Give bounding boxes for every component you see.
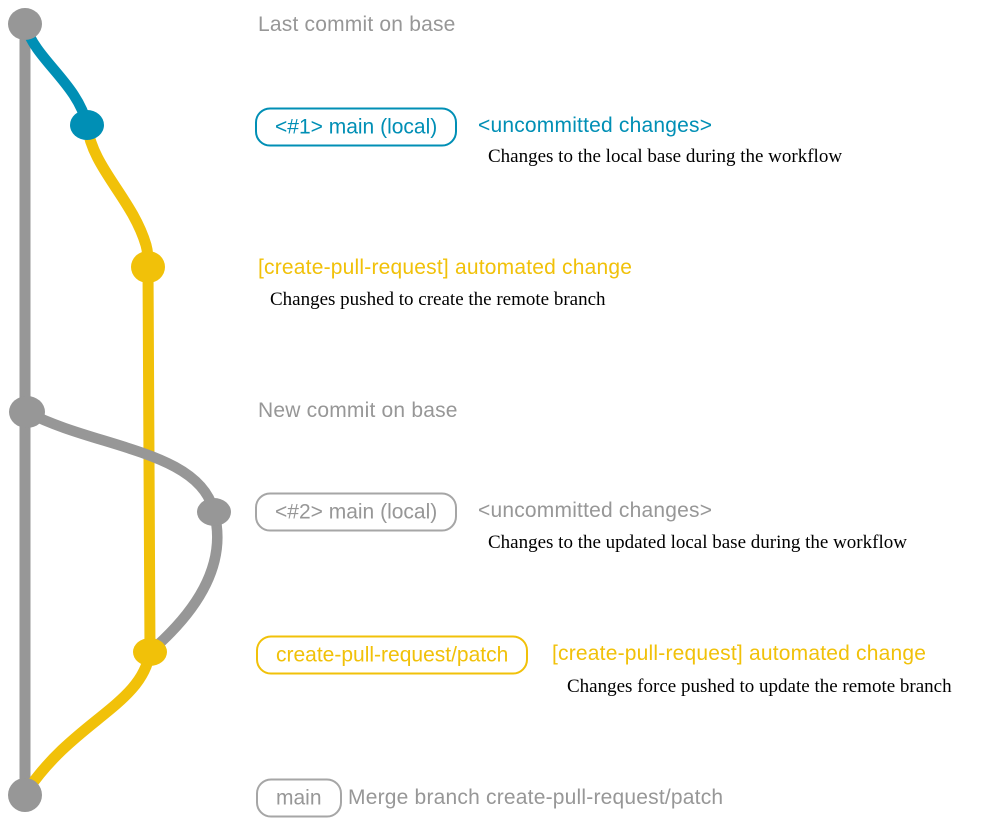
base-to-updated-main-curve: [21, 406, 220, 518]
commit-message-last-base: Last commit on base: [258, 13, 456, 36]
updated-main-to-patch-curve: [145, 506, 223, 657]
branch-label-main: main: [256, 778, 342, 818]
commit-node-patch-1: [131, 251, 165, 283]
commit-message-new-base: New commit on base: [258, 399, 458, 422]
commit-node-local-main-1: [70, 110, 104, 140]
branch-label-main-local-2: <#2> main (local): [255, 492, 458, 532]
commit-node-merge: [8, 778, 42, 812]
commit-node-patch-2: [133, 638, 167, 666]
git-graph: [8, 8, 231, 812]
commit-node-new-base: [9, 396, 45, 428]
commit-node-local-main-2: [197, 498, 231, 526]
annotation-note-uncommitted-1: Changes to the local base during the wor…: [488, 146, 843, 167]
commit-message-uncommitted-2: <uncommitted changes>: [478, 499, 713, 522]
commit-node-last-base: [8, 8, 42, 40]
branch-label-patch: create-pull-request/patch: [256, 635, 529, 675]
commit-message-merge: Merge branch create-pull-request/patch: [348, 786, 724, 809]
annotation-note-uncommitted-2: Changes to the updated local base during…: [488, 532, 907, 553]
commit-message-uncommitted-1: <uncommitted changes>: [478, 114, 713, 137]
commit-message-automated-2: [create-pull-request] automated change: [552, 642, 927, 665]
local-main-branch-curve: [20, 21, 93, 131]
patch-merge-to-base-curve: [21, 646, 156, 797]
annotation-note-automated-2: Changes force pushed to update the remot…: [567, 676, 952, 697]
annotation-note-automated-1: Changes pushed to create the remote bran…: [270, 289, 606, 310]
branch-label-main-local-1: <#1> main (local): [255, 107, 458, 147]
patch-branch-line: [81, 119, 156, 658]
commit-message-automated-1: [create-pull-request] automated change: [258, 256, 633, 279]
